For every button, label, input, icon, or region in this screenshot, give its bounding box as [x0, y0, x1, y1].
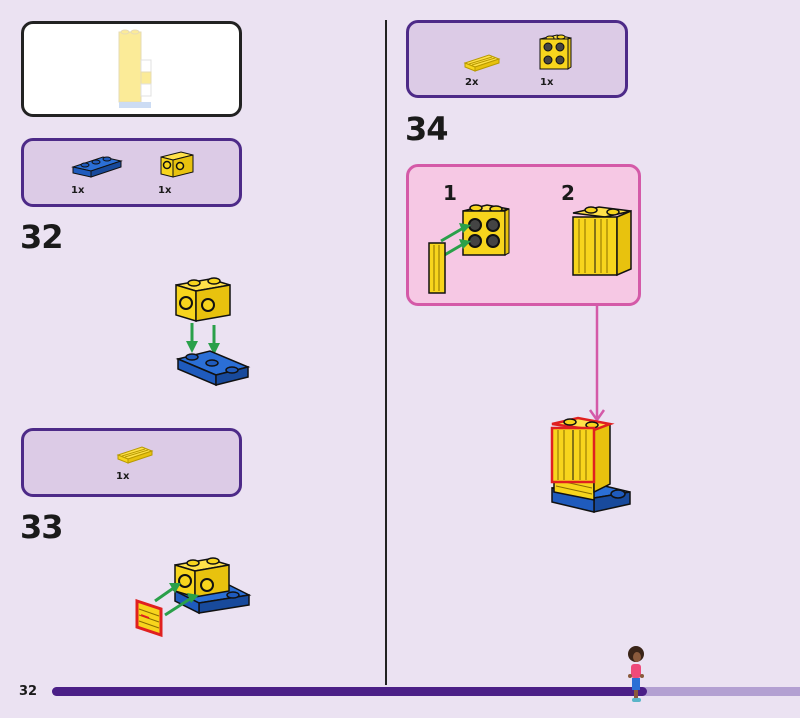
- part-yellow-brick-side-studs-icon: [160, 151, 194, 178]
- part-qty: 2x: [465, 77, 479, 88]
- progress-bar-fill: [52, 687, 647, 696]
- parts-box-step-32: 1x 1x: [21, 138, 242, 207]
- preview-box: [21, 21, 242, 117]
- parts-box-step-33: 1x: [21, 428, 242, 497]
- part-yellow-grille-tile-icon: [463, 54, 501, 72]
- preview-model-image: [118, 29, 152, 108]
- part-yellow-brick-2x2-side-studs-icon: [539, 34, 572, 70]
- step-33-illustration: [135, 557, 252, 638]
- grille-tile-part: [428, 242, 446, 294]
- step-number: 33: [20, 508, 64, 546]
- green-arrow-icon: [186, 323, 220, 355]
- part-qty: 1x: [540, 77, 554, 88]
- substep-number: 1: [443, 181, 457, 205]
- callout-connector-arrow: [588, 306, 606, 423]
- step-34-illustration: [550, 416, 631, 513]
- step-number: 34: [405, 110, 449, 148]
- progress-bar: [52, 687, 800, 696]
- substep-2-illustration: [572, 206, 632, 277]
- substep-1-illustration: [428, 204, 510, 294]
- page-number: 32: [19, 684, 38, 699]
- minifigure-progress-icon: [628, 646, 644, 702]
- substep-number: 2: [561, 181, 575, 205]
- column-divider: [385, 20, 387, 685]
- green-arrow-icon: [154, 583, 199, 617]
- part-qty: 1x: [158, 185, 172, 196]
- step-number: 32: [20, 218, 64, 256]
- part-qty: 1x: [71, 185, 85, 196]
- new-part-highlight: [550, 416, 615, 484]
- sub-assembly-callout: 1 2: [406, 164, 641, 306]
- parts-box-step-34: 2x 1x: [406, 20, 628, 98]
- part-qty: 1x: [116, 471, 130, 482]
- part-blue-plate-icon: [71, 156, 123, 178]
- new-part-highlight: [135, 598, 163, 638]
- step-32-illustration: [175, 277, 251, 387]
- part-yellow-grille-tile-icon: [116, 446, 154, 464]
